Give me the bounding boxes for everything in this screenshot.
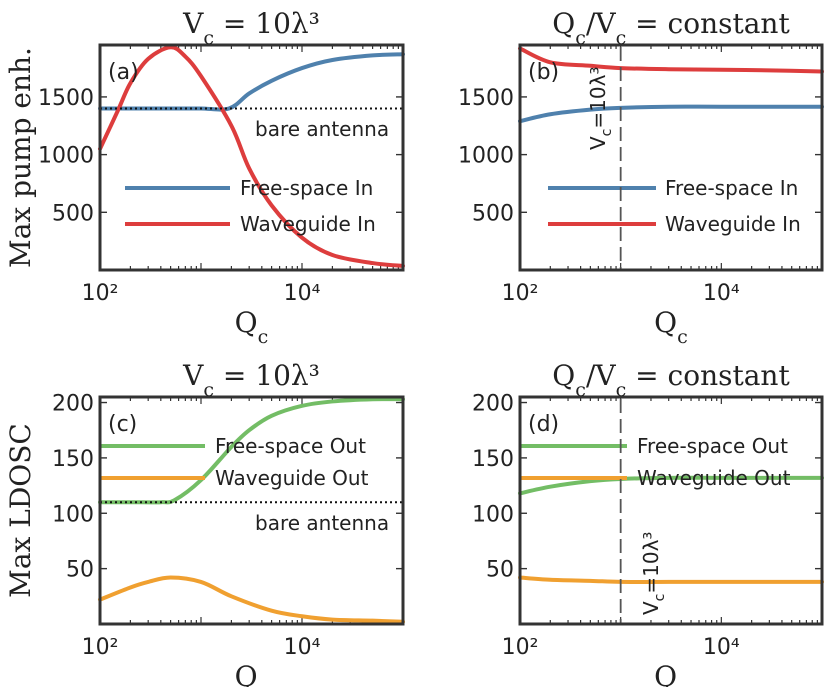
y-tick-label: 150 [472,447,514,472]
legend-label: Waveguide In [240,212,376,236]
legend-label: Waveguide Out [215,466,369,490]
plot-area [520,397,822,624]
panel-label: (b) [528,60,559,85]
axes-frame [518,395,824,626]
plot-area [520,45,822,270]
y-tick-label: 100 [472,502,514,527]
panel-title: Vc = 10λ³ [182,359,320,401]
panel-label: (c) [108,412,137,437]
panel-c: 50 100 150 200 10² 10⁴ bare antenna Free-space … [4,359,405,687]
plot-area [100,397,403,624]
legend-label: Waveguide In [665,212,801,236]
annotation-label: Vc=10λ³ [639,532,668,615]
panel-title: Qc/Vc = constant [552,359,790,401]
y-axis-label: Max pump enh. [4,47,37,268]
series-waveguide-out-line [518,575,824,585]
y-axis-label: Max LDOSC [4,423,37,598]
legend-label: Free-space In [665,176,798,200]
series-waveguide-in-line [518,46,824,74]
bare-antenna-label: bare antenna [255,511,389,535]
y-tick-label: 500 [52,201,94,226]
x-tick-label: 10⁴ [703,635,740,660]
axes-frame [98,395,405,626]
x-tick-label: 10⁴ [703,281,740,306]
axes-frame [518,43,824,272]
series-free-space-in-line [518,104,824,124]
x-tick-label: 10⁴ [284,281,321,306]
series-free-space-out-line [98,397,405,505]
x-axis-label: Qc [235,306,269,348]
legend-label: Free-space Out [637,434,788,458]
y-tick-label: 1000 [38,144,94,169]
panel-b: 500 1000 1500 10² 10⁴ Free-space In Waveguide … [458,7,824,348]
panel-a: 500 1000 1500 10² 10⁴ bare antennaFree-space … [4,7,405,348]
panel-title: Qc/Vc = constant [552,7,790,49]
y-tick-label: 500 [472,201,514,226]
y-tick-label: 200 [472,392,514,417]
x-tick-label: 10⁴ [284,635,321,660]
legend-label: Free-space In [240,176,373,200]
legend-label: Free-space Out [215,434,366,458]
annotation-label: Vc=10λ³ [586,67,615,150]
x-axis-label: Qc [235,660,269,687]
bare-antenna-label: bare antenna [255,117,389,141]
y-tick-label: 200 [52,392,94,417]
legend-label: Waveguide Out [637,466,791,490]
series-waveguide-in-line [98,45,405,268]
y-tick-label: 1000 [458,144,514,169]
x-axis-label: Qc [654,660,688,687]
x-tick-label: 10² [502,281,539,306]
panel-d: 50 100 150 200 10² 10⁴ Free-space OutWaveguide… [472,359,824,687]
y-tick-label: 100 [52,502,94,527]
series-free-space-in-line [98,52,405,112]
axes-frame [98,43,405,272]
y-tick-label: 150 [52,447,94,472]
x-tick-label: 10² [502,635,539,660]
series-waveguide-out-line [98,575,405,624]
y-tick-label: 1500 [38,86,94,111]
x-tick-label: 10² [82,635,119,660]
y-tick-label: 50 [66,558,94,583]
panel-label: (d) [528,412,559,437]
panel-title: Vc = 10λ³ [182,7,320,49]
plot-area [100,45,403,270]
y-tick-label: 1500 [458,86,514,111]
x-axis-label: Qc [654,306,688,348]
x-tick-label: 10² [82,281,119,306]
panel-label: (a) [108,60,139,85]
y-tick-label: 50 [486,558,514,583]
